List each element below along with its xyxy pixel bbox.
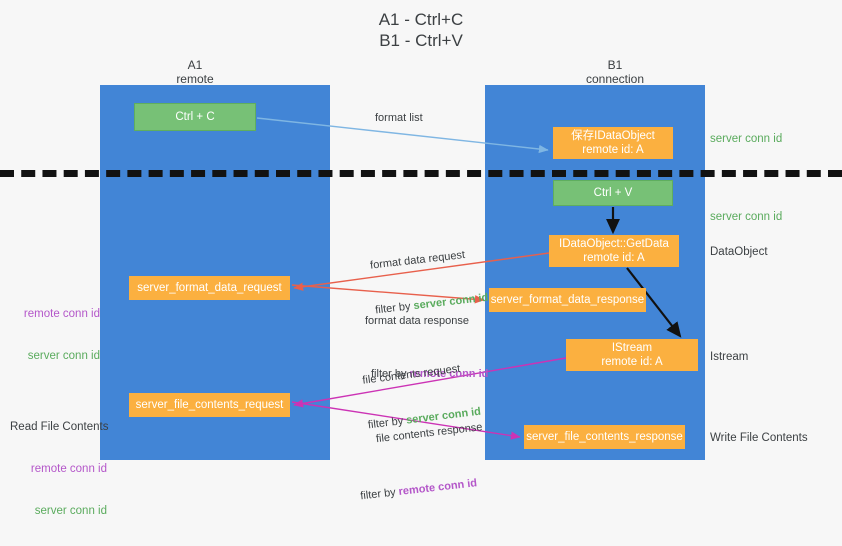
annotation-istream: Istream [710,351,749,363]
box-idataobject-getdata[interactable]: IDataObject::GetData remote id: A [549,235,679,267]
annotation-server-conn-id-top: server conn id [710,133,783,145]
column-header-b1: B1 connection [585,58,645,86]
caption-line-primary: file contents request [361,362,461,387]
box-server-format-data-request[interactable]: server_format_data_request [129,276,290,300]
annotation-left-conn-ids-bottom: Read File Contents remote conn id server… [10,392,109,546]
filter-key-remote-conn-id: remote conn id [398,477,478,499]
filter-prefix: filter by [371,368,410,380]
page-title: A1 - Ctrl+C B1 - Ctrl+V [378,10,464,50]
box-istream[interactable]: IStream remote id: A [566,339,698,371]
filter-prefix: filter by [359,486,400,503]
diagram-canvas: A1 - Ctrl+C B1 - Ctrl+V A1 remote B1 con… [0,10,842,517]
caption-file-contents-response: file contents response filter by remote … [350,390,493,534]
caption-line-primary: format data response [365,315,469,327]
annotation-left-conn-ids-top: remote conn id server conn id [10,279,100,391]
caption-format-list: format list [375,112,423,124]
box-ctrl-c[interactable]: Ctrl + C [134,103,256,131]
annotation-dataobject: DataObject [710,246,768,258]
caption-format-data-response: format data response filter by remote co… [365,284,488,412]
annotation-read-file-contents: Read File Contents [10,421,109,433]
annotation-remote-conn-id: remote conn id [30,463,107,475]
caption-line-primary: format data request [369,249,466,272]
annotation-server-conn-id: server conn id [27,350,100,362]
box-ctrl-v[interactable]: Ctrl + V [553,180,673,206]
box-server-file-contents-response[interactable]: server_file_contents_response [524,425,685,449]
phase-divider [0,170,842,177]
caption-line-primary: file contents response [375,421,484,446]
caption-line-filter: filter by remote conn id [371,367,488,382]
box-server-format-data-response[interactable]: server_format_data_response [489,288,646,312]
box-save-idataobject[interactable]: 保存IDataObject remote id: A [553,127,673,159]
annotation-write-file-contents: Write File Contents [710,432,808,444]
box-server-file-contents-request[interactable]: server_file_contents_request [129,393,290,417]
column-header-a1: A1 remote [176,58,214,86]
annotation-server-conn-id-mid: server conn id [710,211,783,223]
caption-line-filter: filter by remote conn id [360,475,490,505]
annotation-remote-conn-id: remote conn id [23,308,100,320]
annotation-server-conn-id: server conn id [34,505,107,517]
filter-key-remote-conn-id: remote conn id [409,368,489,380]
